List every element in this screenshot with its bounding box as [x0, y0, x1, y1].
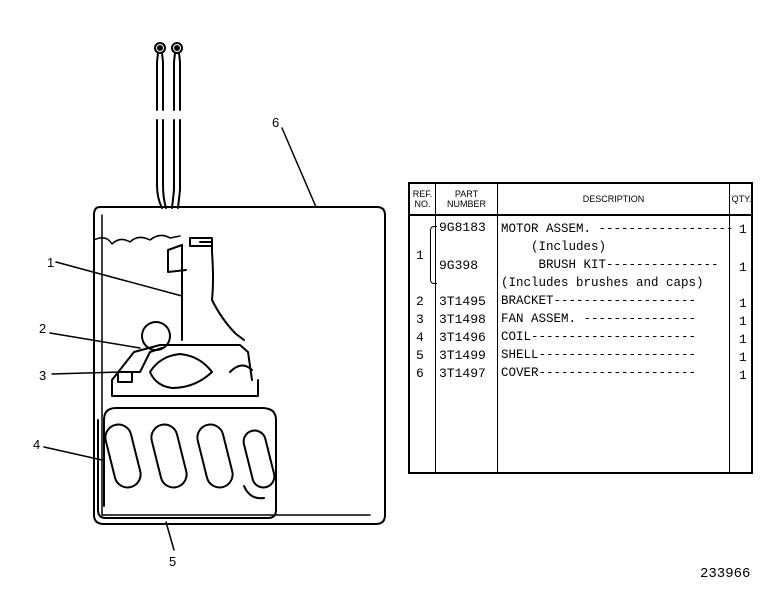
row-qty: 1: [739, 368, 747, 383]
row-qty: 1: [739, 332, 747, 347]
row-ref: 1: [416, 248, 424, 263]
row-qty: 1: [739, 260, 747, 275]
row-description: BRUSH KIT---------------: [501, 258, 719, 272]
wire-leads: [154, 42, 183, 209]
callout-5: 5: [169, 554, 176, 569]
row-description: COIL----------------------: [501, 330, 697, 344]
row-qty: 1: [739, 296, 747, 311]
row-part-number: 3T1495: [439, 294, 486, 309]
row-part-number: 3T1496: [439, 330, 486, 345]
callout-3: 3: [39, 368, 46, 383]
row-description: BRACKET-------------------: [501, 294, 697, 308]
row-ref: 3: [416, 312, 424, 327]
coil-shell: [97, 407, 277, 519]
callout-1: 1: [47, 255, 54, 270]
cover: [93, 206, 386, 525]
row-ref: 6: [416, 366, 424, 381]
row-description: (Includes brushes and caps): [501, 276, 704, 290]
row-description: (Includes): [501, 240, 607, 254]
row-description: FAN ASSEM. ---------------: [501, 312, 697, 326]
callout-4: 4: [33, 437, 40, 452]
row-part-number: 9G8183: [439, 220, 486, 235]
callout-2: 2: [39, 321, 46, 336]
row-part-number: 3T1499: [439, 348, 486, 363]
motor-assembly-illustration: 1 2 3 4 5 6: [33, 42, 386, 569]
row-description: SHELL---------------------: [501, 348, 697, 362]
header-qty: QTY.: [731, 194, 752, 204]
row-qty: 1: [739, 314, 747, 329]
header-ref-no: REF.NO.: [412, 189, 433, 209]
row-qty: 1: [739, 350, 747, 365]
callout-6: 6: [272, 115, 279, 130]
row-part-number: 3T1497: [439, 366, 486, 381]
figure-number: 233966: [700, 566, 751, 582]
row-ref: 5: [416, 348, 424, 363]
row-ref: 2: [416, 294, 424, 309]
header-description: DESCRIPTION: [582, 194, 645, 204]
group-brace: [430, 226, 437, 284]
row-part-number: 9G398: [439, 258, 479, 273]
row-qty: 1: [739, 222, 747, 237]
row-ref: 4: [416, 330, 424, 345]
fan-bracket: [111, 321, 259, 397]
motor-body: [167, 237, 245, 341]
row-description: COVER---------------------: [501, 366, 697, 380]
row-part-number: 3T1498: [439, 312, 486, 327]
row-description: MOTOR ASSEM. ------------------: [501, 222, 734, 236]
leader-lines: [43, 127, 317, 551]
